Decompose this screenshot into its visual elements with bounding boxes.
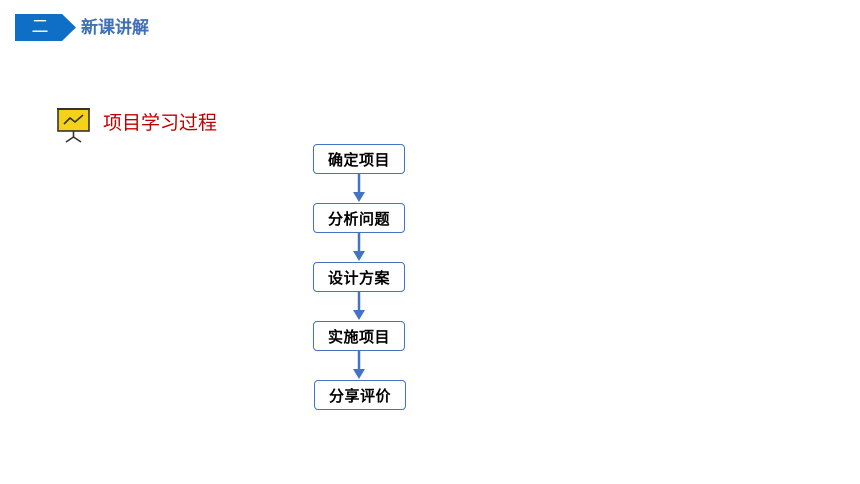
flow-step-implement-project: 实施项目 (313, 321, 405, 351)
section-tag-shape (15, 14, 76, 41)
section-number: 二 (31, 17, 49, 37)
flow-step-design-plan: 设计方案 (313, 262, 405, 292)
flow-step-confirm-project: 确定项目 (313, 144, 405, 174)
section-tag: 二 (15, 14, 76, 41)
flow-step-analyze-problem: 分析问题 (313, 203, 405, 233)
flow-step-share-evaluate: 分享评价 (314, 380, 406, 410)
heading-title: 项目学习过程 (103, 112, 218, 134)
flow-arrow-3 (353, 292, 365, 320)
presentation-board-icon (56, 107, 92, 143)
flow-arrow-1 (353, 174, 365, 202)
section-title: 新课讲解 (81, 18, 149, 38)
flow-arrow-4 (353, 351, 365, 379)
flow-arrow-2 (353, 233, 365, 261)
